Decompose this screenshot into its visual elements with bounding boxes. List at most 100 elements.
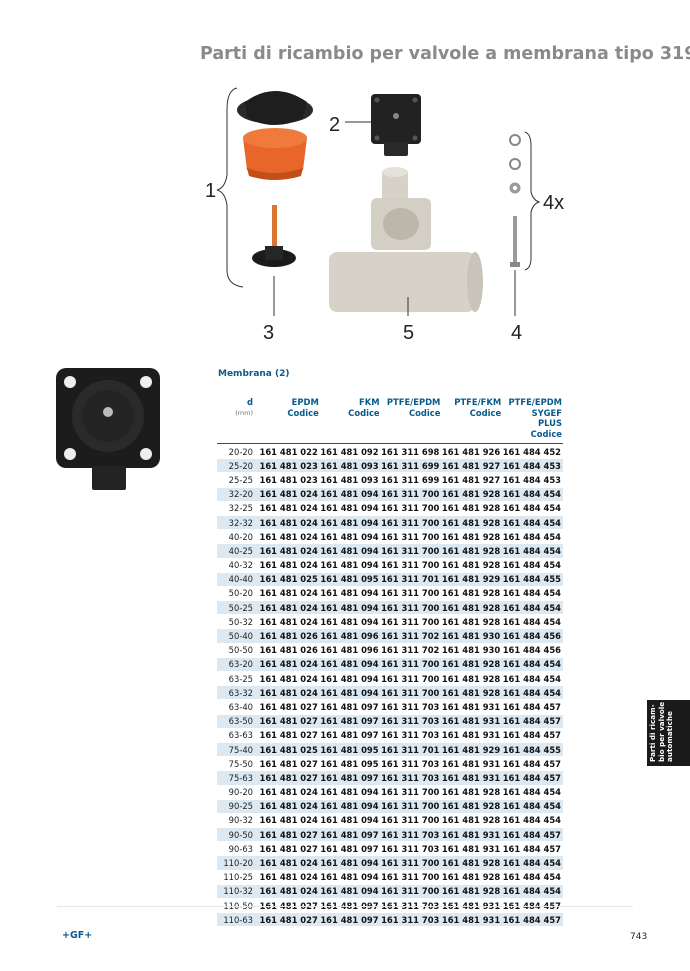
- cell-code: 161 484 454: [502, 487, 563, 502]
- cell-code: 161 481 928: [441, 657, 503, 673]
- cell-code: 161 481 097: [319, 714, 381, 729]
- cell-code: 161 311 703: [380, 841, 442, 857]
- cell-code: 161 484 454: [502, 813, 563, 829]
- cell-code: 161 311 702: [380, 643, 442, 658]
- header-sygef-line3: PLUS: [537, 418, 562, 428]
- cell-code: 161 481 931: [441, 756, 503, 772]
- cell-code: 161 484 454: [502, 529, 563, 545]
- cell-code: 161 311 698: [380, 444, 442, 460]
- header-ptfe-epdm: PTFE/EPDM Codice: [381, 397, 442, 444]
- side-tab-label: Parti di ricam- bio per valvole automati…: [648, 701, 674, 762]
- header-epdm-codice: Codice: [287, 407, 319, 418]
- cell-code: 161 484 452: [502, 444, 563, 460]
- cell-code: 161 481 024: [259, 586, 320, 602]
- header-fkm-codice: Codice: [348, 407, 380, 418]
- cell-code: 161 481 026: [259, 643, 320, 658]
- table-header-row: d (mm) EPDM Codice FKM Codice PTFE/EPDM …: [217, 397, 563, 444]
- cell-code: 161 481 027: [259, 827, 320, 843]
- cell-code: 161 484 455: [502, 742, 563, 758]
- cell-code: 161 484 454: [502, 685, 563, 701]
- cell-diameter: 63-20: [217, 657, 259, 673]
- cell-code: 161 484 454: [502, 799, 563, 814]
- cell-code: 161 481 027: [259, 841, 320, 857]
- cell-code: 161 481 097: [319, 841, 381, 857]
- cell-code: 161 481 027: [259, 699, 320, 715]
- header-d: d (mm): [217, 397, 259, 444]
- cell-code: 161 481 093: [319, 472, 381, 488]
- cell-code: 161 481 094: [319, 870, 381, 885]
- cell-diameter: 32-20: [217, 487, 259, 502]
- cell-diameter: 90-50: [217, 827, 259, 843]
- cell-code: 161 311 699: [380, 472, 442, 488]
- cell-code: 161 481 931: [441, 898, 503, 914]
- cell-code: 161 481 930: [441, 643, 503, 658]
- cell-code: 161 481 094: [319, 785, 381, 800]
- exploded-valve-diagram: 1 2 3 4 5 4x: [195, 80, 585, 360]
- cell-code: 161 481 024: [259, 870, 320, 885]
- cell-code: 161 481 928: [441, 487, 503, 502]
- cell-code: 161 311 700: [380, 870, 442, 885]
- cell-code: 161 481 928: [441, 501, 503, 516]
- cell-code: 161 481 024: [259, 515, 320, 531]
- cell-diameter: 32-25: [217, 501, 259, 516]
- cell-code: 161 481 097: [319, 699, 381, 715]
- cell-code: 161 481 096: [319, 643, 381, 658]
- cell-diameter: 20-20: [217, 444, 259, 460]
- cell-code: 161 484 454: [502, 614, 563, 630]
- cell-code: 161 481 928: [441, 614, 503, 630]
- cell-code: 161 481 024: [259, 785, 320, 800]
- cell-code: 161 484 454: [502, 671, 563, 687]
- cell-code: 161 481 094: [319, 586, 381, 602]
- cell-diameter: 40-40: [217, 572, 259, 587]
- cell-diameter: 110-32: [217, 884, 259, 900]
- cell-code: 161 484 457: [502, 827, 563, 843]
- cell-code: 161 481 024: [259, 884, 320, 900]
- cell-code: 161 311 703: [380, 699, 442, 715]
- cell-code: 161 481 024: [259, 799, 320, 814]
- cell-diameter: 63-25: [217, 671, 259, 687]
- cell-code: 161 481 025: [259, 742, 320, 758]
- brand-logo: +GF+: [62, 930, 93, 941]
- cell-code: 161 481 024: [259, 600, 320, 616]
- cell-code: 161 481 929: [441, 572, 503, 587]
- section-label: Membrana (2): [218, 369, 290, 379]
- cell-code: 161 311 701: [380, 572, 442, 587]
- cell-code: 161 481 024: [259, 671, 320, 687]
- cell-code: 161 481 027: [259, 728, 320, 743]
- cell-code: 161 484 454: [502, 586, 563, 602]
- cell-code: 161 481 096: [319, 628, 381, 644]
- cell-code: 161 481 931: [441, 728, 503, 743]
- cell-diameter: 25-20: [217, 458, 259, 474]
- cell-code: 161 311 700: [380, 813, 442, 829]
- callout-4x: 4x: [543, 192, 565, 214]
- cell-code: 161 481 094: [319, 529, 381, 545]
- cell-code: 161 311 700: [380, 685, 442, 701]
- cell-code: 161 481 094: [319, 501, 381, 516]
- cell-code: 161 481 023: [259, 472, 320, 488]
- cell-code: 161 311 703: [380, 898, 442, 914]
- parts-table: d (mm) EPDM Codice FKM Codice PTFE/EPDM …: [217, 397, 563, 929]
- cell-code: 161 311 700: [380, 855, 442, 871]
- cell-code: 161 481 929: [441, 742, 503, 758]
- cell-code: 161 481 931: [441, 841, 503, 857]
- cell-code: 161 481 931: [441, 714, 503, 729]
- callout-3: 3: [263, 322, 275, 344]
- header-epdm: EPDM Codice: [259, 397, 320, 444]
- cell-code: 161 484 454: [502, 558, 563, 573]
- cell-code: 161 484 454: [502, 600, 563, 616]
- cell-code: 161 484 456: [502, 628, 563, 644]
